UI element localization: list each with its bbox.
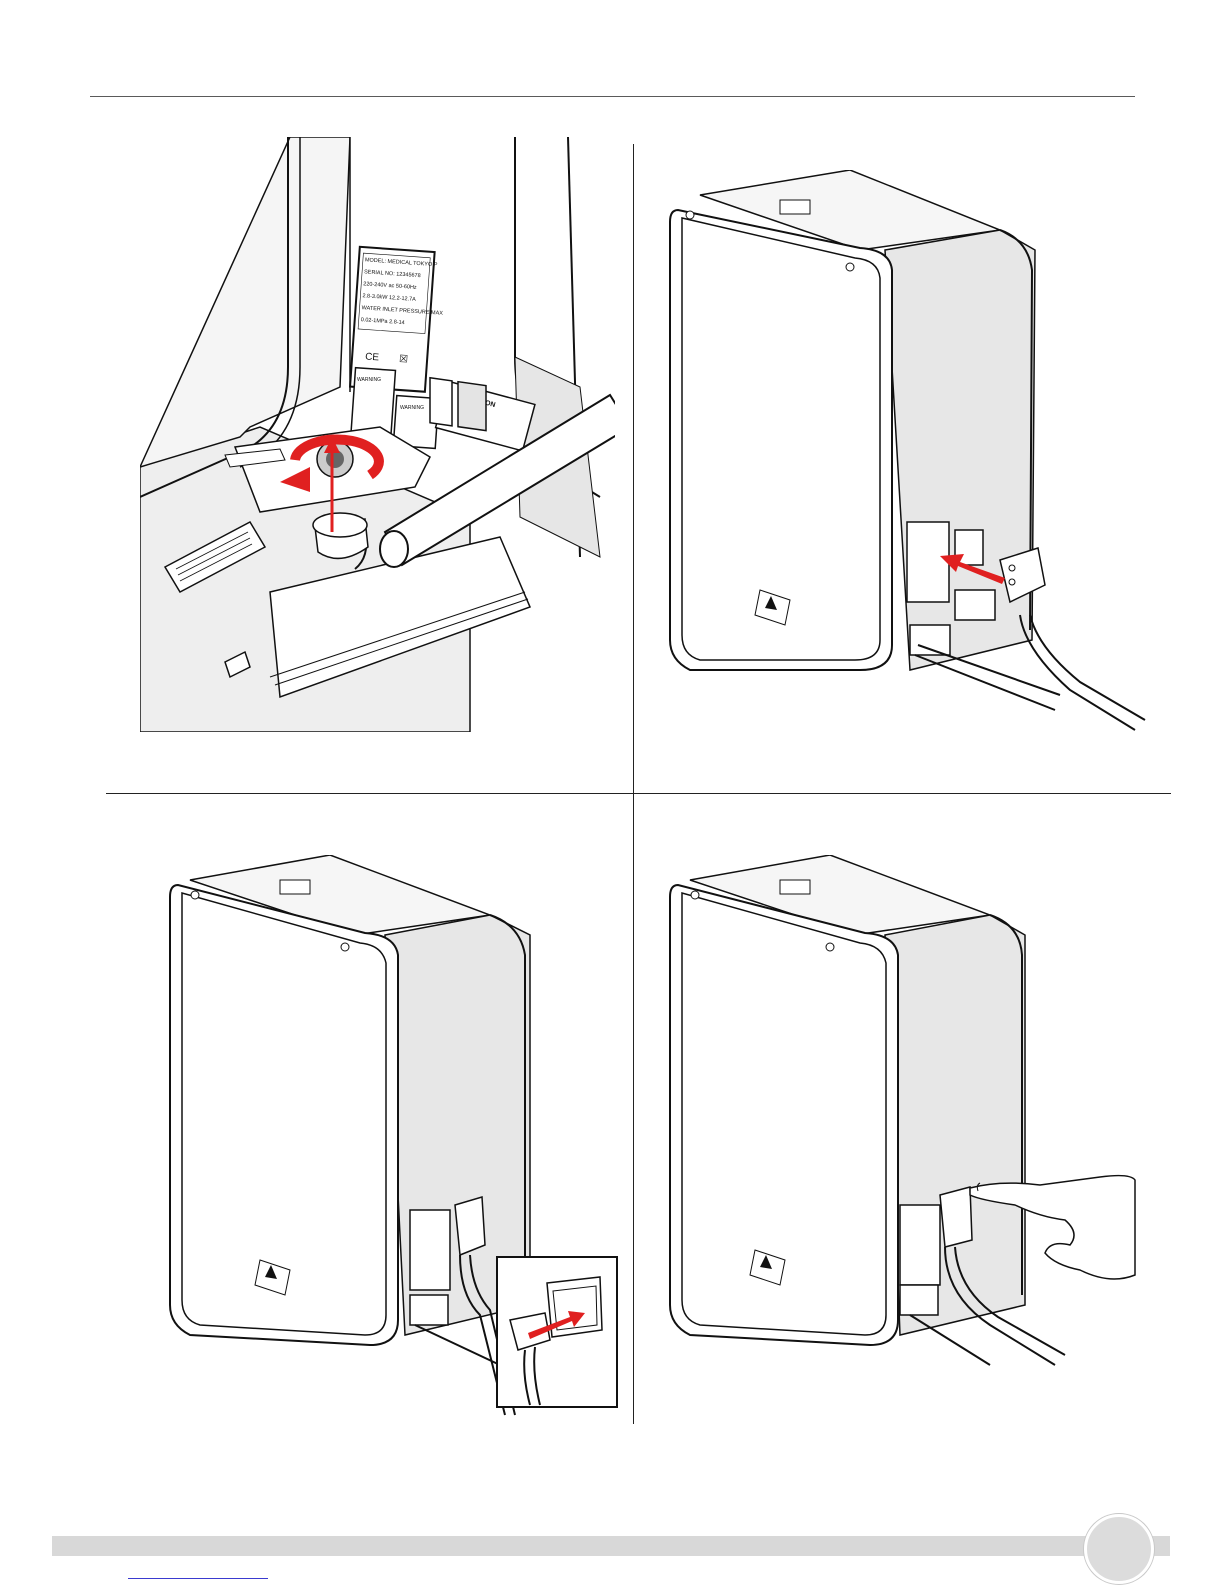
unit-plug-insert-drawing [660,170,1160,750]
step-3-illustration [160,855,630,1425]
page-number-badge [1084,1514,1154,1584]
water-inlet-closeup-drawing: MODEL: MEDICAL TOKYO P SERIAL NO: 123456… [140,137,615,732]
unit-wall-socket-drawing [160,855,630,1425]
warning-label-1: WARNING [357,377,381,383]
footer-link-underline[interactable] [128,1578,268,1579]
step-2-illustration [660,170,1160,750]
step-1-illustration: MODEL: MEDICAL TOKYO P SERIAL NO: 123456… [140,137,615,732]
svg-text:☒: ☒ [399,354,409,366]
unit-switch-press-drawing [660,855,1160,1425]
vertical-divider [633,144,634,1424]
svg-text:CE: CE [365,352,380,364]
top-rule [90,96,1135,97]
horizontal-divider [106,793,1171,794]
footer-bar-end [1155,1536,1170,1556]
footer-bar [52,1536,1170,1556]
step-4-illustration [660,855,1160,1425]
warning-label-2: WARNING [400,405,424,411]
